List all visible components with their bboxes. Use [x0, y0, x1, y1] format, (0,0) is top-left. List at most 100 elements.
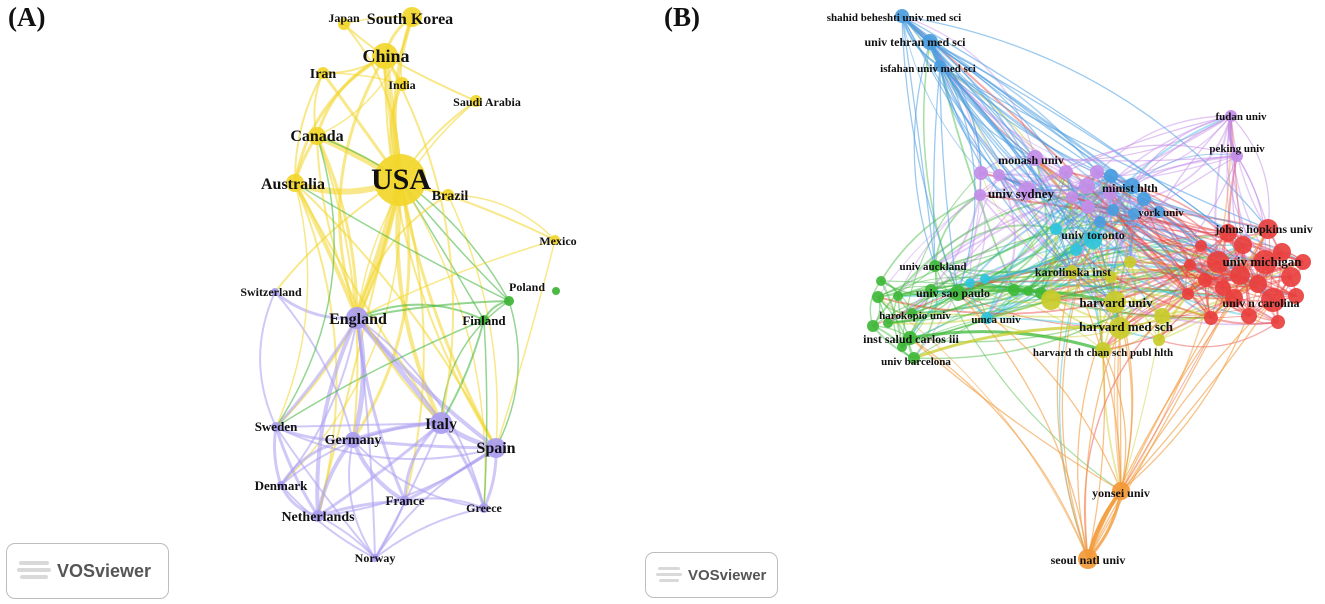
country-label-norway: Norway: [355, 551, 396, 565]
institution-edge: [1102, 279, 1206, 351]
institution-edge: [1071, 271, 1122, 492]
institution-edge: [887, 264, 1191, 324]
country-node-india: [395, 77, 409, 91]
institution-node-minor: [1137, 192, 1151, 206]
institution-edge: [880, 194, 981, 282]
country-label-italy: Italy: [425, 416, 457, 433]
country-edge: [495, 239, 556, 449]
country-label-india: India: [388, 78, 415, 92]
institution-edge: [1026, 248, 1220, 293]
institution-edge: [980, 172, 1073, 273]
institution-edge: [957, 171, 1067, 294]
institution-edge: [1116, 327, 1122, 492]
institution-edge: [1120, 115, 1232, 492]
institution-edge: [1210, 293, 1297, 319]
vosviewer-watermark-b: VOSviewer: [688, 566, 767, 584]
vosviewer-watermark-a: VOSviewer: [57, 560, 152, 581]
institution-edge: [1110, 213, 1135, 278]
country-edge: [351, 438, 407, 503]
vosviewer-logo-icon: [17, 557, 51, 585]
institution-label-york: york univ: [1138, 207, 1184, 219]
country-node-japan: [338, 18, 350, 30]
institution-edge: [880, 280, 959, 298]
institution-label-barcelona: univ barcelona: [881, 356, 951, 368]
institution-edge: [1102, 349, 1127, 492]
country-edge: [317, 515, 376, 559]
institution-edge: [1039, 191, 1112, 295]
country-label-denmark: Denmark: [255, 478, 308, 493]
country-edge: [275, 319, 485, 428]
country-label-switzerland: Switzerland: [240, 285, 302, 299]
institution-node-minor: [1154, 308, 1170, 324]
country-edge: [275, 426, 497, 461]
institution-node-karolinska: [1065, 265, 1079, 279]
institution-label-isfahan: isfahan univ med sci: [880, 63, 976, 75]
institution-edge: [1131, 115, 1232, 187]
institution-edge: [913, 194, 981, 359]
country-edge: [374, 500, 406, 559]
institution-edge: [912, 325, 1122, 360]
country-node-france: [400, 496, 410, 506]
institution-edge: [1112, 213, 1135, 329]
institution-edge: [1087, 349, 1106, 560]
institution-edge: [1071, 115, 1232, 273]
country-edge: [322, 72, 403, 85]
institution-node-minor: [1295, 254, 1311, 270]
institution-edge: [1092, 239, 1134, 492]
institution-edge: [1083, 279, 1206, 560]
country-node-usa: [374, 154, 426, 206]
institution-edge: [1040, 175, 1112, 294]
institution-node-minor: [1204, 311, 1218, 325]
institution-edge: [1109, 192, 1283, 253]
country-edge: [294, 182, 338, 517]
institution-edge: [911, 239, 1094, 314]
country-node-sweden: [271, 422, 281, 432]
country-label-germany: Germany: [325, 433, 382, 448]
institution-label-toronto: univ toronto: [1061, 228, 1124, 242]
institution-edge: [913, 290, 1029, 359]
institution-edge: [939, 65, 1269, 230]
institution-edge: [929, 41, 1116, 303]
institution-label-umca: umca univ: [971, 314, 1021, 326]
institution-edge: [1099, 221, 1266, 263]
country-node-china: [372, 43, 398, 69]
country-node-italy: [430, 412, 452, 434]
institution-label-yonsei: yonsei univ: [1092, 486, 1150, 500]
institution-node-minor: [1219, 224, 1237, 242]
institution-minor-nodes: [867, 165, 1311, 352]
country-edge: [316, 16, 413, 137]
institution-node-minor: [1066, 191, 1078, 203]
institution-edge: [939, 65, 1104, 351]
country-edge: [316, 135, 359, 441]
institution-edge: [998, 174, 1077, 251]
institution-edge: [929, 41, 1098, 173]
institution-edge: [998, 174, 1089, 208]
institution-node-minor: [897, 342, 907, 352]
country-edge: [259, 291, 277, 428]
country-label-brazil: Brazil: [432, 189, 469, 204]
institution-edge: [969, 194, 986, 284]
institution-node-monash: [1027, 150, 1043, 166]
institution-edge: [1071, 268, 1241, 276]
institution-edge: [877, 296, 915, 359]
institution-edge: [1114, 155, 1238, 303]
country-edge: [348, 439, 376, 559]
country-edge: [374, 447, 497, 559]
institution-edge: [1230, 115, 1270, 230]
institution-edge: [1131, 153, 1238, 187]
institution-node-minor: [1184, 259, 1196, 271]
institution-node-harokopio: [907, 308, 917, 318]
institution-edge: [1129, 260, 1206, 281]
institution-edge: [1026, 115, 1232, 192]
country-edge: [280, 179, 402, 486]
institution-node-sydney: [1018, 182, 1036, 200]
institution-node-minor: [1059, 165, 1073, 179]
institution-edge: [1109, 192, 1274, 301]
institution-edge: [872, 287, 1015, 327]
institution-edge: [1056, 271, 1089, 560]
institution-node-saopaulo: [950, 285, 966, 301]
institution-edge: [983, 264, 1260, 286]
institution-node-hms: [1109, 317, 1131, 339]
institution-node-minor: [1215, 280, 1231, 296]
